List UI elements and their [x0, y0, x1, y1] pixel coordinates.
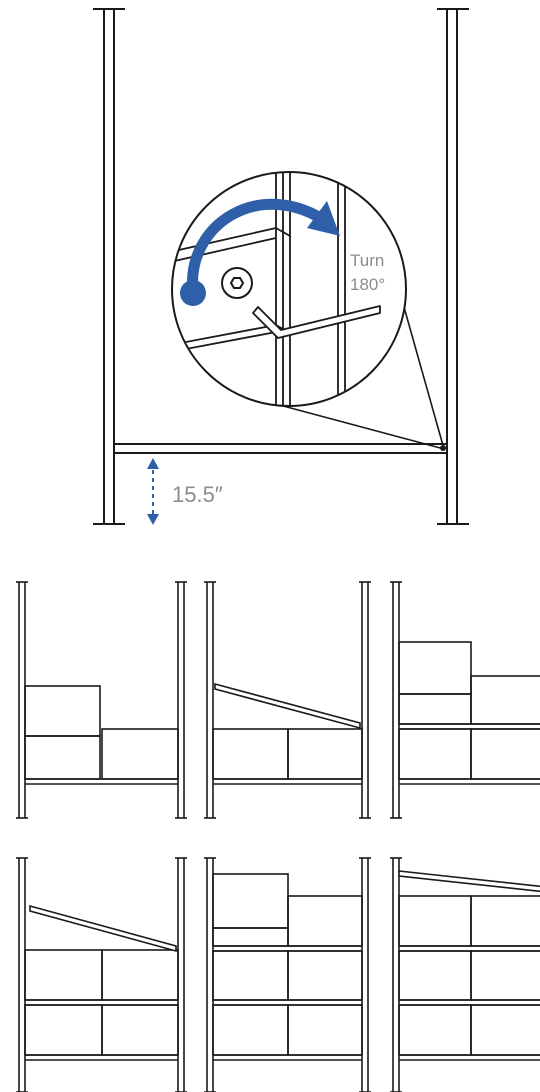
box	[470, 950, 540, 1001]
box	[101, 1004, 179, 1056]
box	[24, 949, 103, 1001]
box	[212, 927, 289, 947]
callout-leader-bottom	[271, 402, 445, 450]
assembly-steps	[16, 581, 540, 1092]
anchor-point	[440, 445, 446, 451]
height-measurement: 15.5″	[147, 458, 223, 525]
step-4	[16, 857, 187, 1092]
box	[398, 950, 472, 1001]
bottom-shelf	[25, 778, 178, 785]
box	[212, 950, 289, 1001]
box	[287, 728, 363, 780]
box	[24, 685, 101, 737]
post	[359, 857, 371, 1092]
turn-label: Turn	[350, 251, 384, 270]
tilted-shelf	[29, 904, 177, 953]
post	[204, 857, 216, 1092]
box	[287, 895, 363, 947]
step-6	[390, 857, 540, 1092]
allen-key-icon	[252, 305, 381, 339]
post	[16, 581, 28, 819]
box	[287, 950, 363, 1001]
tilted-shelf-board	[29, 904, 177, 953]
box	[101, 728, 179, 780]
box	[398, 1004, 472, 1056]
vertical-dashed-double-arrow-icon	[147, 458, 159, 525]
box	[398, 895, 472, 947]
box	[101, 949, 179, 1001]
post	[16, 857, 28, 1092]
tilted-shelf-board	[214, 682, 361, 730]
bottom-shelf	[25, 1054, 178, 1061]
bottom-shelf	[399, 1054, 540, 1061]
box	[287, 1004, 363, 1056]
box	[470, 895, 540, 947]
tilted-shelf-board	[398, 870, 540, 893]
box	[212, 1004, 289, 1056]
box	[398, 641, 472, 695]
magnifier-callout: Turn 180°	[171, 171, 407, 407]
bottom-shelf	[213, 778, 362, 785]
box	[212, 728, 289, 780]
post	[175, 581, 187, 819]
step-3	[390, 581, 540, 819]
box	[24, 735, 101, 780]
post	[390, 857, 402, 1092]
step-5	[204, 857, 371, 1092]
bottom-shelf	[399, 778, 540, 785]
box	[470, 1004, 540, 1056]
box	[470, 728, 540, 780]
box	[24, 1004, 103, 1056]
post	[390, 581, 402, 819]
box	[398, 693, 472, 725]
tilted-shelf	[214, 682, 361, 730]
right-post	[437, 8, 469, 525]
tilted-shelf	[398, 870, 540, 893]
post	[359, 581, 371, 819]
step-2	[204, 581, 371, 819]
box	[470, 675, 540, 725]
left-post	[93, 8, 125, 525]
bottom-shelf	[114, 443, 447, 454]
middle-shelf	[25, 999, 178, 1006]
box	[398, 728, 472, 780]
step-1	[16, 581, 187, 819]
post	[175, 857, 187, 1092]
height-label: 15.5″	[172, 482, 223, 507]
callout-leader-right	[401, 299, 445, 450]
box	[212, 873, 289, 929]
turn-degrees-label: 180°	[350, 275, 385, 294]
main-frame	[93, 8, 469, 525]
hex-bolt-icon	[221, 267, 253, 299]
post	[204, 581, 216, 819]
bottom-shelf	[213, 1054, 362, 1061]
curved-arrow-icon	[180, 199, 340, 306]
